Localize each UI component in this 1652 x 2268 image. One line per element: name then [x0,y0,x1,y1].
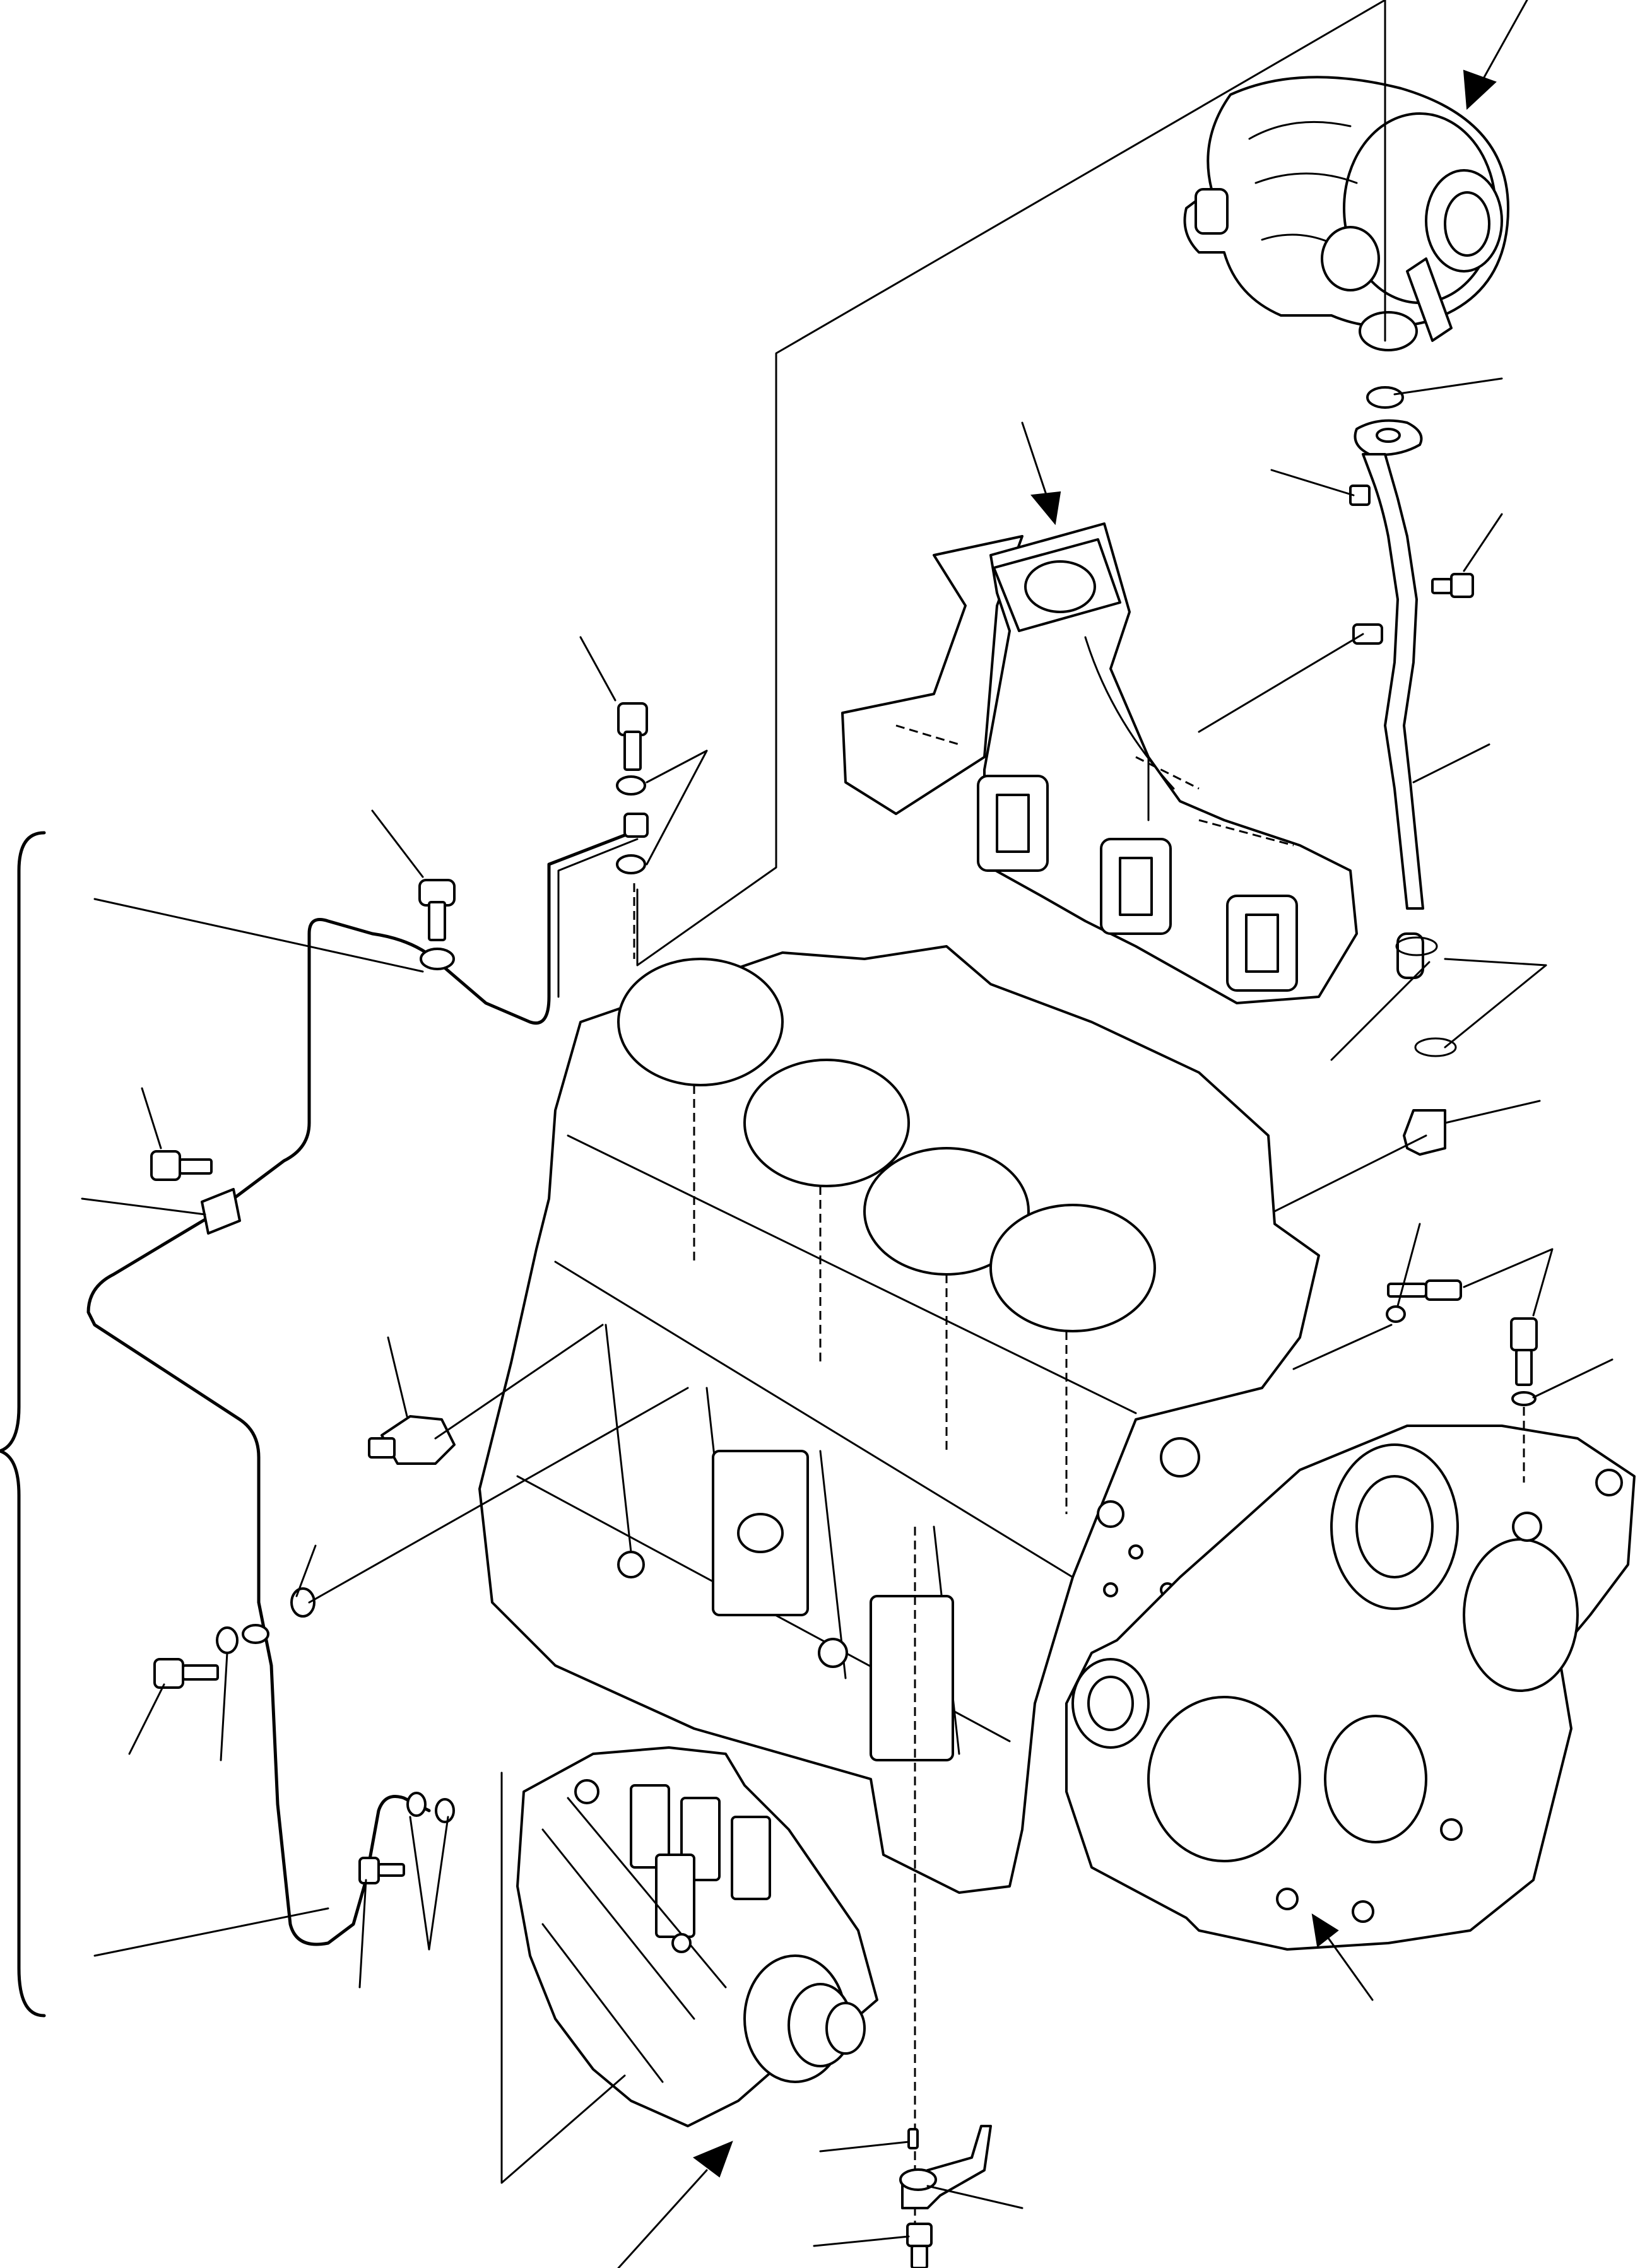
bottom-bracket-clip [899,2125,992,2268]
oil-pressure-switch [368,1415,456,1465]
gear-case-bolts [1386,1279,1538,1483]
exhaust-manifold-arrow-line [1021,421,1049,500]
injection-pump-arrow-line [617,2169,708,2268]
turbocharger [1183,76,1509,351]
turbo-oil-feed-pipe [1352,386,1457,1156]
fuel-injection-pump [516,1746,878,2127]
exhaust-manifold-arrow-icon [1030,491,1061,526]
gear-case [1065,1425,1636,1951]
gear-case-arrow-line [1324,1932,1374,2001]
turbocharger-arrow-line [1478,0,1528,86]
assembly-brace [0,831,46,2018]
injection-pump-arrow-icon [693,2141,733,2178]
cylinder-block [478,945,1320,1894]
gear-case-arrow-icon [1311,1913,1339,1948]
banjo-bolt [1349,485,1474,598]
exhaust-manifold [841,522,1358,1004]
turbocharger-arrow-icon [1463,69,1497,110]
oil-pipe-assembly [86,702,689,1946]
leader-lines [81,377,1614,2247]
